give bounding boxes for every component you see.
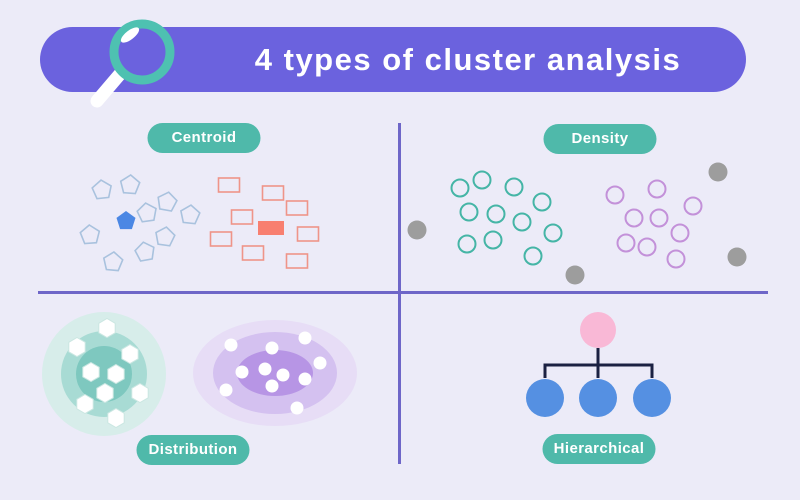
- density-noise-dot: [407, 220, 427, 240]
- page-title: 4 types of cluster analysis: [254, 41, 682, 77]
- rectangle-centroid-marker: [258, 221, 284, 235]
- pentagon-marker: [134, 241, 155, 262]
- pentagon-marker: [79, 224, 101, 245]
- label-hierarchical: Hierarchical: [542, 434, 656, 464]
- rectangle-marker: [209, 231, 233, 247]
- magnifier-lens-ring: [109, 19, 175, 85]
- density-teal-circle: [483, 230, 503, 250]
- magnifier-icon: [90, 19, 175, 108]
- header-banner: 4 types of cluster analysis: [40, 27, 746, 92]
- density-noise-dot: [727, 247, 747, 267]
- distribution-hexagon: [121, 343, 139, 365]
- density-teal-circle: [486, 204, 506, 224]
- density-purple-circle: [647, 179, 667, 199]
- distribution-hexagon: [98, 317, 116, 339]
- distribution-dot: [313, 356, 327, 370]
- density-purple-circle: [616, 233, 636, 253]
- density-teal-circle: [504, 177, 524, 197]
- distribution-hexagon: [82, 361, 100, 383]
- rectangle-marker: [285, 253, 309, 269]
- distribution-dot: [219, 383, 233, 397]
- density-noise-dot: [565, 265, 585, 285]
- distribution-teal-ring: [76, 346, 132, 402]
- density-purple-circle: [649, 208, 669, 228]
- pentagon-marker: [179, 204, 201, 225]
- distribution-dot: [265, 379, 279, 393]
- distribution-hexagon: [107, 407, 125, 429]
- magnifier-highlight: [120, 27, 140, 43]
- rectangle-marker: [285, 200, 309, 216]
- tree-child-node: [526, 379, 564, 417]
- pentagon-marker: [102, 251, 124, 272]
- distribution-dot: [298, 372, 312, 386]
- tree-child-node: [579, 379, 617, 417]
- density-purple-circle: [637, 237, 657, 257]
- density-teal-circle: [459, 202, 479, 222]
- rectangle-marker: [296, 226, 320, 242]
- distribution-dot: [290, 401, 304, 415]
- rectangle-marker: [217, 177, 241, 193]
- label-centroid: Centroid: [147, 123, 261, 153]
- pentagon-marker: [155, 226, 176, 247]
- rectangle-marker: [241, 245, 265, 261]
- density-teal-circle: [532, 192, 552, 212]
- density-teal-circle: [457, 234, 477, 254]
- label-density: Density: [543, 124, 657, 154]
- distribution-dot: [235, 365, 249, 379]
- density-purple-circle: [624, 208, 644, 228]
- pentagon-marker: [119, 174, 141, 195]
- tree-connector: [543, 348, 654, 378]
- distribution-hexagon: [96, 382, 114, 404]
- distribution-purple-ring: [237, 350, 313, 396]
- distribution-hexagon: [131, 382, 149, 404]
- distribution-hexagon: [107, 363, 125, 385]
- rectangle-marker: [230, 209, 254, 225]
- distribution-hexagon: [68, 336, 86, 358]
- density-purple-circle: [670, 223, 690, 243]
- density-teal-circle: [512, 212, 532, 232]
- label-distribution: Distribution: [136, 435, 250, 465]
- pentagon-marker: [157, 191, 178, 212]
- rectangle-marker: [261, 185, 285, 201]
- distribution-hexagon: [76, 393, 94, 415]
- density-teal-circle: [450, 178, 470, 198]
- horizontal-divider: [38, 291, 768, 294]
- distribution-dot: [276, 368, 290, 382]
- distribution-dot: [224, 338, 238, 352]
- density-teal-circle: [543, 223, 563, 243]
- distribution-dot: [265, 341, 279, 355]
- density-purple-circle: [666, 249, 686, 269]
- density-noise-dot: [708, 162, 728, 182]
- magnifier-handle: [90, 67, 127, 108]
- tree-child-node: [633, 379, 671, 417]
- pentagon-marker: [136, 202, 157, 223]
- pentagon-centroid-marker: [116, 211, 136, 230]
- pentagon-marker: [91, 179, 113, 200]
- tree-root-node: [580, 312, 616, 348]
- density-purple-circle: [683, 196, 703, 216]
- density-teal-circle: [472, 170, 492, 190]
- density-purple-circle: [605, 185, 625, 205]
- distribution-dot: [258, 362, 272, 376]
- density-teal-circle: [523, 246, 543, 266]
- distribution-dot: [298, 331, 312, 345]
